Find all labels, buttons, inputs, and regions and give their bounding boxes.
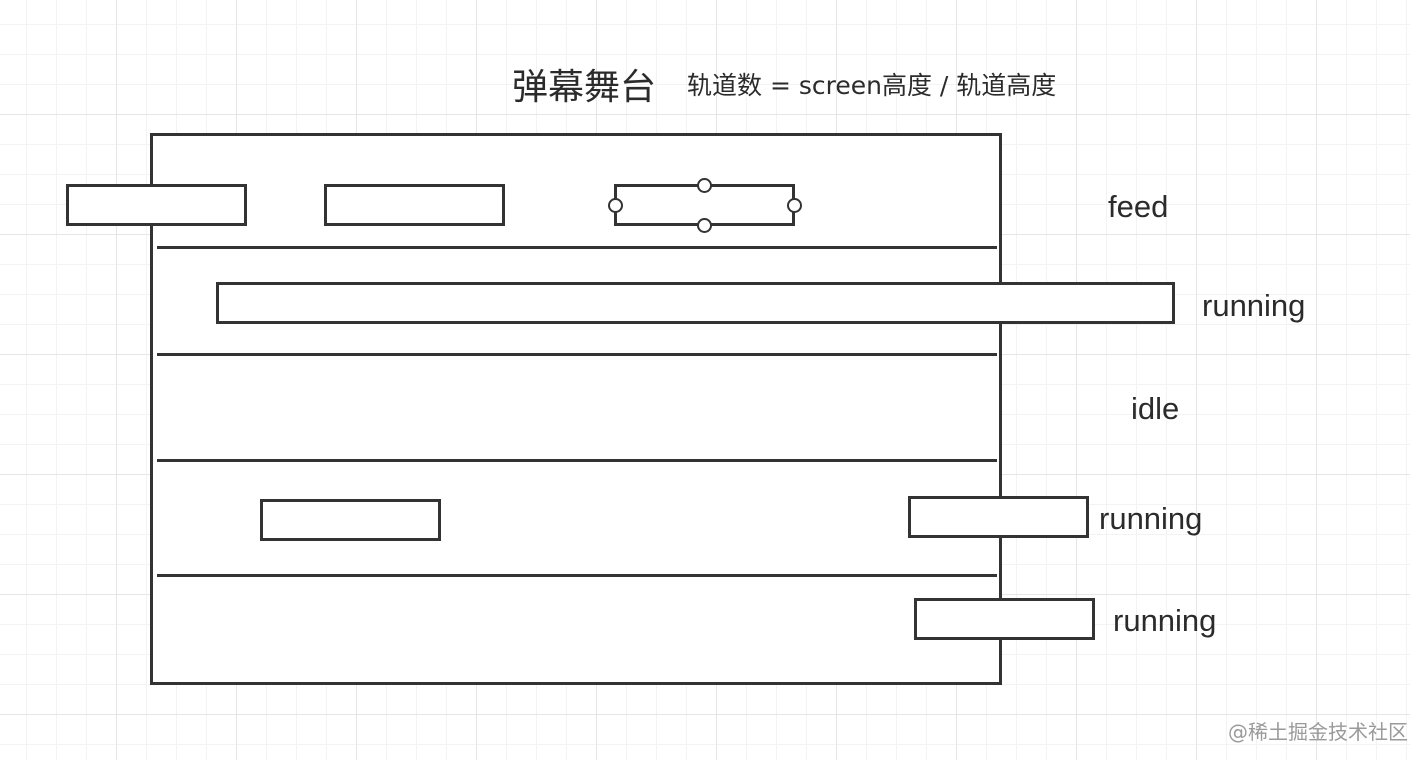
track-count-formula: 轨道数 = screen高度 / 轨道高度 bbox=[687, 71, 1057, 100]
track-status-label: running bbox=[1113, 603, 1217, 638]
track-divider bbox=[157, 246, 997, 249]
track-status-label: feed bbox=[1108, 189, 1169, 224]
track-status-label: running bbox=[1099, 501, 1203, 536]
track-status-label: running bbox=[1202, 288, 1306, 323]
resize-handle-bottom[interactable] bbox=[697, 218, 712, 233]
danmaku-stage bbox=[150, 133, 1002, 685]
track-divider bbox=[157, 574, 997, 577]
site-watermark: @稀土掘金技术社区 bbox=[1228, 720, 1408, 744]
track-divider bbox=[157, 459, 997, 462]
danmaku-bullet bbox=[66, 184, 247, 226]
danmaku-bullet bbox=[324, 184, 505, 226]
resize-handle-left[interactable] bbox=[608, 198, 623, 213]
track-status-label: idle bbox=[1131, 391, 1180, 426]
resize-handle-top[interactable] bbox=[697, 178, 712, 193]
resize-handle-right[interactable] bbox=[787, 198, 802, 213]
diagram-title: 弹幕舞台 bbox=[512, 67, 657, 108]
danmaku-bullet-long bbox=[216, 282, 1175, 324]
danmaku-bullet-entering bbox=[914, 598, 1095, 640]
danmaku-bullet bbox=[260, 499, 441, 541]
track-divider bbox=[157, 353, 997, 356]
danmaku-bullet-entering bbox=[908, 496, 1089, 538]
